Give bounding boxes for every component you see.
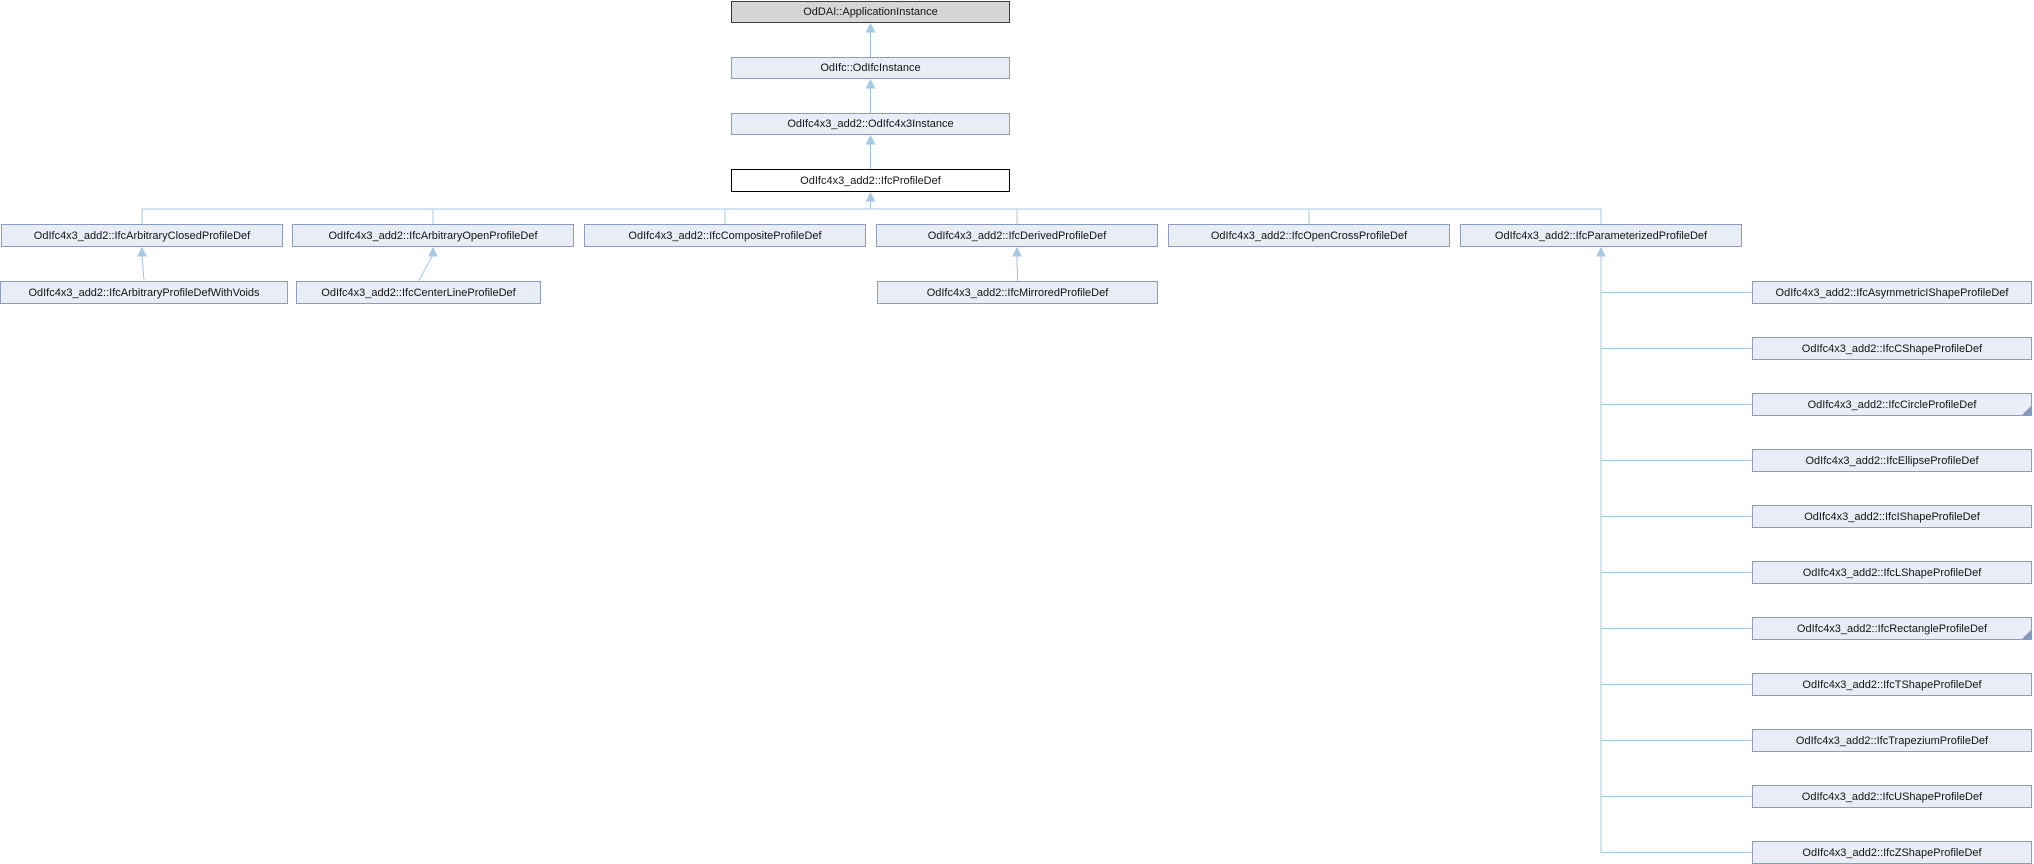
class-node-mirrored[interactable]: OdIfc4x3_add2::IfcMirroredProfileDef [877, 281, 1158, 304]
class-node-label: OdIfc4x3_add2::IfcEllipseProfileDef [1805, 454, 1979, 467]
class-node-label: OdIfc4x3_add2::IfcArbitraryOpenProfileDe… [328, 229, 538, 242]
class-node-label: OdIfc4x3_add2::IfcCenterLineProfileDef [321, 286, 516, 299]
class-node-label: OdIfc4x3_add2::IfcTShapeProfileDef [1802, 678, 1982, 691]
class-node-label: OdIfc4x3_add2::IfcTrapeziumProfileDef [1795, 734, 1989, 747]
class-node-ushape[interactable]: OdIfc4x3_add2::IfcUShapeProfileDef [1752, 785, 2032, 808]
class-node-label: OdIfc4x3_add2::IfcProfileDef [800, 174, 941, 187]
arrowhead-up-icon [428, 246, 438, 257]
class-node-odifc4x3-instance[interactable]: OdIfc4x3_add2::OdIfc4x3Instance [731, 113, 1010, 135]
class-node-derived[interactable]: OdIfc4x3_add2::IfcDerivedProfileDef [876, 224, 1158, 247]
arrowhead-up-icon [865, 22, 876, 33]
class-node-label: OdIfc4x3_add2::IfcUShapeProfileDef [1801, 790, 1983, 803]
class-node-label: OdIfc4x3_add2::IfcLShapeProfileDef [1802, 566, 1982, 579]
class-node-ishape[interactable]: OdIfc4x3_add2::IfcIShapeProfileDef [1752, 505, 2032, 528]
class-node-label: OdIfc4x3_add2::IfcZShapeProfileDef [1802, 846, 1982, 859]
class-node-label: OdIfc4x3_add2::IfcCircleProfileDef [1807, 398, 1977, 411]
arrowhead-up-icon [1012, 246, 1022, 257]
class-node-label: OdDAI::ApplicationInstance [803, 6, 938, 18]
class-node-ellipse[interactable]: OdIfc4x3_add2::IfcEllipseProfileDef [1752, 449, 2032, 472]
class-node-zshape[interactable]: OdIfc4x3_add2::IfcZShapeProfileDef [1752, 841, 2032, 864]
class-node-label: OdIfc4x3_add2::IfcCShapeProfileDef [1801, 342, 1983, 355]
class-node-profiledef: OdIfc4x3_add2::IfcProfileDef [731, 169, 1010, 192]
class-node-label: OdIfc4x3_add2::OdIfc4x3Instance [787, 118, 954, 130]
class-node-label: OdIfc4x3_add2::IfcArbitraryProfileDefWit… [28, 286, 260, 299]
class-node-opencross[interactable]: OdIfc4x3_add2::IfcOpenCrossProfileDef [1168, 224, 1450, 247]
arrowhead-up-icon [865, 78, 876, 89]
arrowhead-up-icon [865, 134, 876, 145]
class-node-label: OdIfc4x3_add2::IfcCompositeProfileDef [628, 229, 822, 242]
class-node-rectangle[interactable]: OdIfc4x3_add2::IfcRectangleProfileDef [1752, 617, 2032, 640]
class-node-cshape[interactable]: OdIfc4x3_add2::IfcCShapeProfileDef [1752, 337, 2032, 360]
arrowhead-up-icon [1596, 246, 1606, 257]
inheritance-edge [1016, 254, 1018, 282]
class-node-label: OdIfc4x3_add2::IfcParameterizedProfileDe… [1494, 229, 1708, 242]
class-node-centerline[interactable]: OdIfc4x3_add2::IfcCenterLineProfileDef [296, 281, 541, 304]
class-node-trapezium[interactable]: OdIfc4x3_add2::IfcTrapeziumProfileDef [1752, 729, 2032, 752]
class-node-asymmetric-i[interactable]: OdIfc4x3_add2::IfcAsymmetricIShapeProfil… [1752, 281, 2032, 304]
class-node-parameterized[interactable]: OdIfc4x3_add2::IfcParameterizedProfileDe… [1460, 224, 1742, 247]
class-node-label: OdIfc4x3_add2::IfcMirroredProfileDef [926, 286, 1109, 299]
class-node-label: OdIfc4x3_add2::IfcDerivedProfileDef [927, 229, 1107, 242]
class-node-withvoids[interactable]: OdIfc4x3_add2::IfcArbitraryProfileDefWit… [0, 281, 288, 304]
class-node-tshape[interactable]: OdIfc4x3_add2::IfcTShapeProfileDef [1752, 673, 2032, 696]
inheritance-edge [141, 254, 145, 282]
class-node-app-instance: OdDAI::ApplicationInstance [731, 1, 1010, 23]
class-node-circle[interactable]: OdIfc4x3_add2::IfcCircleProfileDef [1752, 393, 2032, 416]
class-node-composite[interactable]: OdIfc4x3_add2::IfcCompositeProfileDef [584, 224, 866, 247]
class-node-label: OdIfc4x3_add2::IfcIShapeProfileDef [1804, 510, 1980, 523]
inheritance-edge [418, 254, 434, 282]
class-node-label: OdIfc4x3_add2::IfcRectangleProfileDef [1796, 622, 1988, 635]
class-node-label: OdIfc4x3_add2::IfcArbitraryClosedProfile… [33, 229, 251, 242]
class-node-lshape[interactable]: OdIfc4x3_add2::IfcLShapeProfileDef [1752, 561, 2032, 584]
class-node-label: OdIfc::OdIfcInstance [820, 62, 921, 74]
class-node-label: OdIfc4x3_add2::IfcOpenCrossProfileDef [1210, 229, 1408, 242]
truncated-corner-icon [2022, 630, 2031, 639]
arrowhead-up-icon [865, 191, 876, 202]
truncated-corner-icon [2022, 406, 2031, 415]
class-node-odifc-instance[interactable]: OdIfc::OdIfcInstance [731, 57, 1010, 79]
arrowhead-up-icon [137, 246, 147, 257]
class-node-arbitrary-closed[interactable]: OdIfc4x3_add2::IfcArbitraryClosedProfile… [1, 224, 283, 247]
class-node-label: OdIfc4x3_add2::IfcAsymmetricIShapeProfil… [1775, 286, 2009, 299]
class-node-arbitrary-open[interactable]: OdIfc4x3_add2::IfcArbitraryOpenProfileDe… [292, 224, 574, 247]
